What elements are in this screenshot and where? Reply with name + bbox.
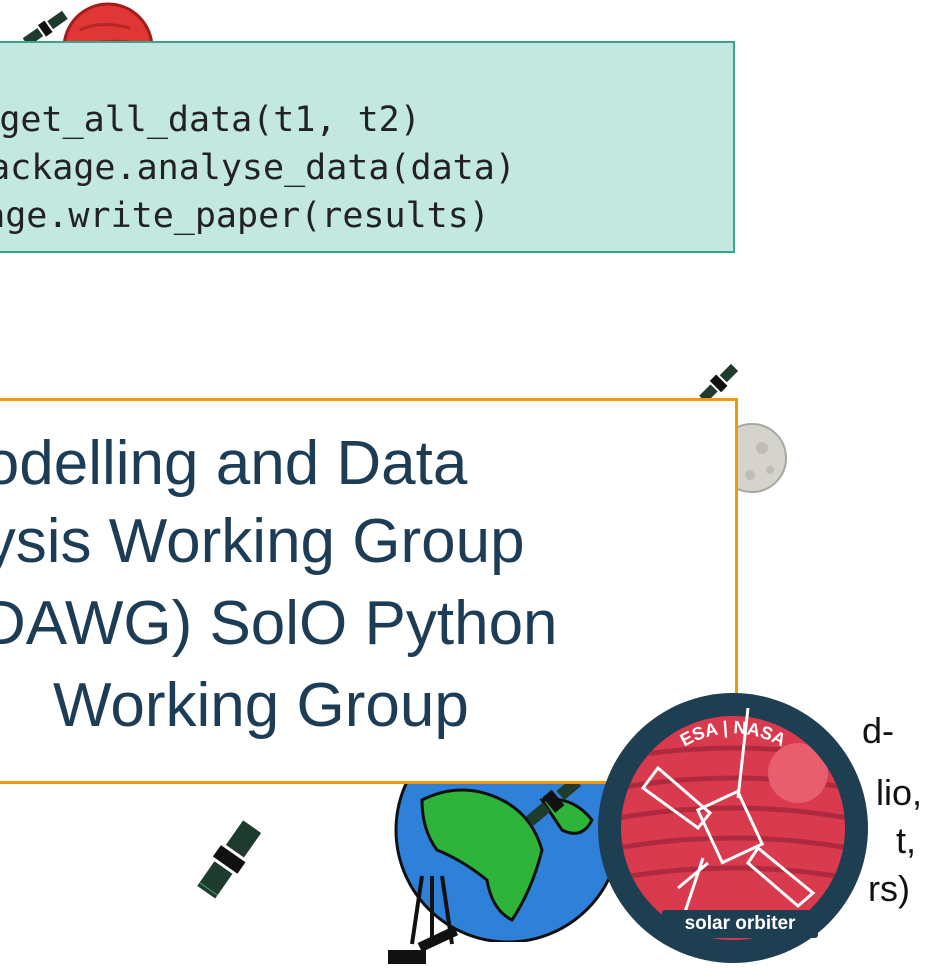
code-snippet-box: kage kage.get_all_data(t1, t2) package.a… bbox=[0, 41, 735, 253]
title-line: DAWG) SolO Python bbox=[0, 589, 558, 658]
ground-station bbox=[388, 875, 459, 964]
side-text-line: lio, bbox=[876, 772, 923, 813]
solar-orbiter-badge: ESA | NASA solar orbiter bbox=[598, 648, 868, 973]
title-line: lodelling and Data bbox=[0, 429, 468, 498]
working-group-title-box: lodelling and Data lysis Working Group D… bbox=[0, 398, 738, 784]
satellite-icon bbox=[197, 820, 262, 899]
side-text-line: rs) bbox=[868, 868, 910, 909]
badge-bottom-label: solar orbiter bbox=[662, 910, 818, 938]
code-line: ckage.write_paper(results) bbox=[0, 196, 490, 236]
side-text-line: t, bbox=[896, 820, 917, 861]
badge-bottom-text: solar orbiter bbox=[684, 913, 796, 934]
code-line: kage.get_all_data(t1, t2) bbox=[0, 100, 421, 140]
code-line: package.analyse_data(data) bbox=[0, 148, 516, 188]
title-line: Working Group bbox=[53, 671, 469, 740]
title-line: lysis Working Group bbox=[0, 507, 525, 576]
side-text-line: d- bbox=[862, 710, 895, 751]
badge-graphic: ESA | NASA bbox=[598, 693, 868, 963]
